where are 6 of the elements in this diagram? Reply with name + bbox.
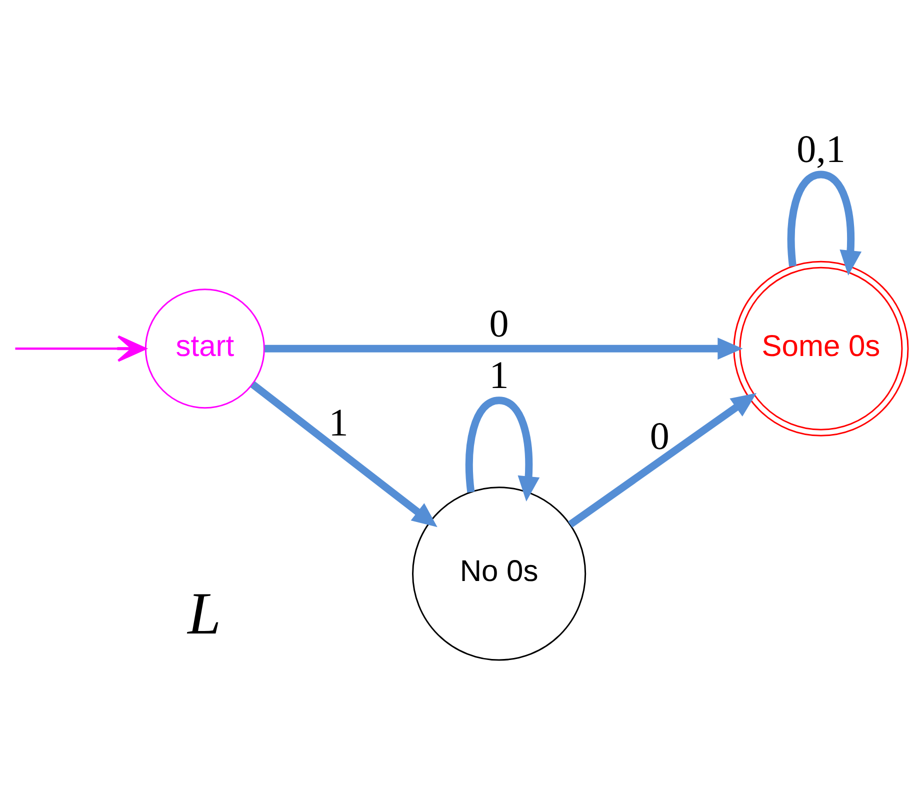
label: L (188, 580, 222, 646)
edge-label: 0 (489, 302, 509, 345)
edge-label: 1 (328, 400, 348, 444)
edge-label: 0,1 (796, 128, 846, 171)
edge-label: 1 (489, 354, 509, 397)
edge-label: 0 (650, 414, 670, 458)
